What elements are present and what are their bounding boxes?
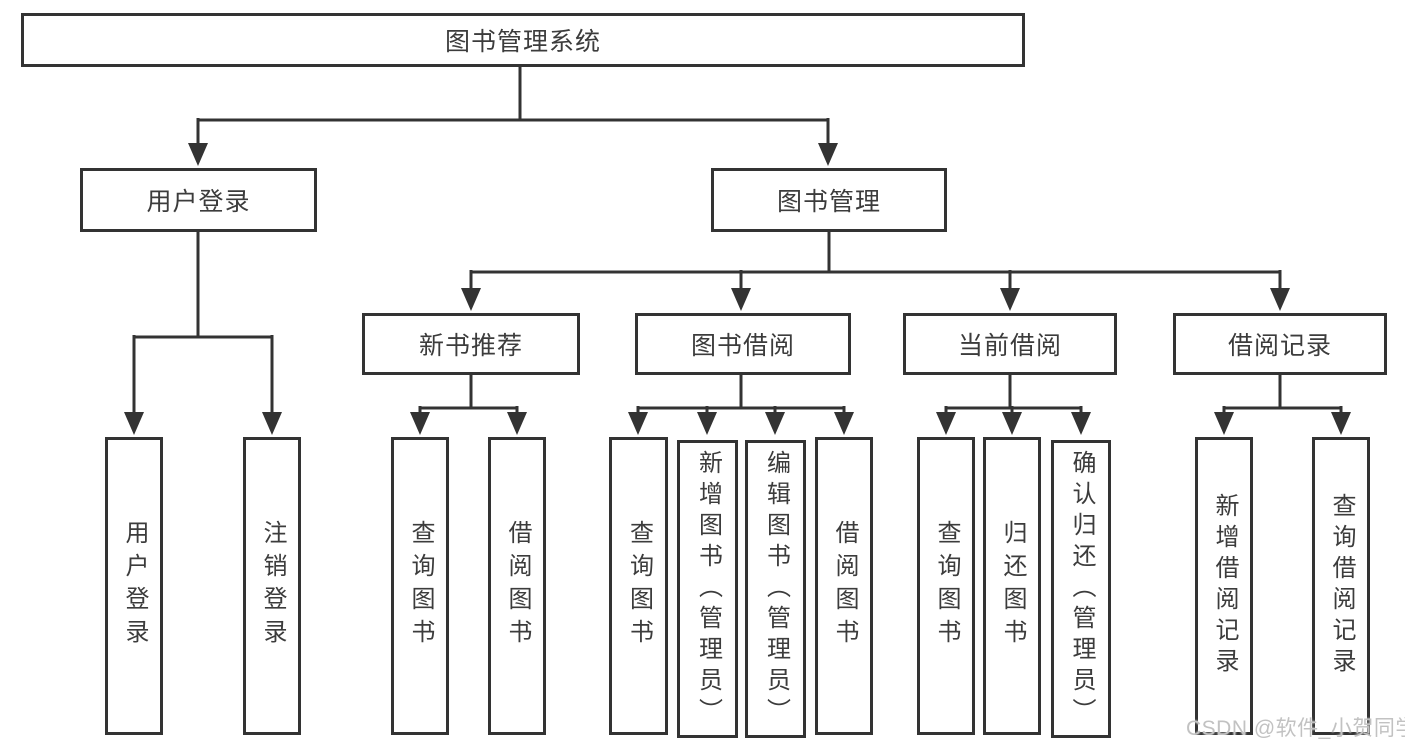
node-return-books-label: 归还图书 xyxy=(999,520,1026,652)
node-edit-books-admin: 编辑图书（管理员） xyxy=(745,440,806,738)
node-add-borrow-record: 新增借阅记录 xyxy=(1195,437,1253,735)
csdn-watermark: CSDN @软件_小贺同学 xyxy=(1186,717,1405,740)
node-borrow-records: 借阅记录 xyxy=(1173,313,1387,375)
node-edit-books-admin-label: 编辑图书（管理员） xyxy=(762,449,790,729)
node-logout-label: 注销登录 xyxy=(259,520,286,652)
node-recommend-query-books-label: 查询图书 xyxy=(407,520,434,652)
node-current-query-books-label: 查询图书 xyxy=(933,520,960,652)
node-borrowing-query-books: 查询图书 xyxy=(609,437,668,735)
node-current-borrowing: 当前借阅 xyxy=(903,313,1117,375)
node-logout: 注销登录 xyxy=(243,437,301,735)
node-borrowing-query-books-label: 查询图书 xyxy=(625,520,653,652)
node-add-borrow-record-label: 新增借阅记录 xyxy=(1211,493,1238,679)
node-query-borrow-record-label: 查询借阅记录 xyxy=(1328,493,1355,679)
node-add-books-admin: 新增图书（管理员） xyxy=(677,440,738,738)
node-return-books: 归还图书 xyxy=(983,437,1041,735)
node-current-query-books: 查询图书 xyxy=(917,437,975,735)
node-query-borrow-record: 查询借阅记录 xyxy=(1312,437,1370,735)
node-new-book-recommend: 新书推荐 xyxy=(362,313,580,375)
node-recommend-borrow-books: 借阅图书 xyxy=(488,437,546,735)
node-recommend-borrow-books-label: 借阅图书 xyxy=(504,520,531,652)
node-user-login: 用户登录 xyxy=(80,168,317,232)
node-confirm-return-admin-label: 确认归还（管理员） xyxy=(1068,449,1095,729)
node-user-login-leaf-label: 用户登录 xyxy=(121,520,148,652)
node-borrowing-borrow-books-label: 借阅图书 xyxy=(831,520,858,652)
node-add-books-admin-label: 新增图书（管理员） xyxy=(694,449,722,729)
node-library-system: 图书管理系统 xyxy=(21,13,1025,67)
node-borrowing-borrow-books: 借阅图书 xyxy=(815,437,873,735)
node-confirm-return-admin: 确认归还（管理员） xyxy=(1051,440,1111,738)
node-book-management: 图书管理 xyxy=(711,168,947,232)
node-book-borrowing: 图书借阅 xyxy=(635,313,851,375)
node-user-login-leaf: 用户登录 xyxy=(105,437,163,735)
node-recommend-query-books: 查询图书 xyxy=(391,437,449,735)
